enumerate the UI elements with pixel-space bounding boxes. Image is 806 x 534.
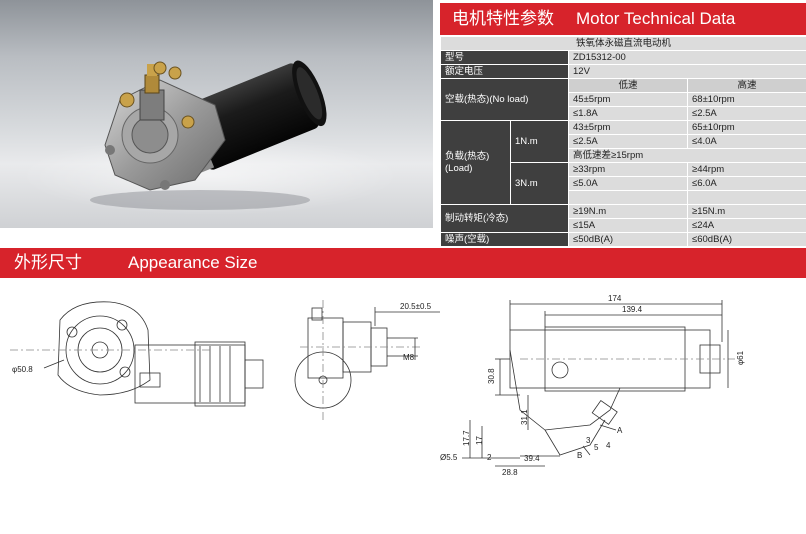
motor-photo: [0, 0, 433, 228]
spec-title-en: Motor Technical Data: [576, 9, 735, 28]
load-3nm-low-rpm: ≥33rpm: [569, 163, 688, 177]
load-3nm-high-current: ≤6.0A: [688, 177, 806, 191]
spec-subtitle: 铁氧体永磁直流电动机: [441, 37, 806, 51]
spec-table: 铁氧体永磁直流电动机 型号 ZD15312-00 额定电压 12V 空载(热态)…: [440, 36, 806, 247]
load-1nm-low-rpm: 43±5rpm: [569, 121, 688, 135]
load-label: 负载(热态) (Load): [441, 121, 511, 205]
load-3nm-label: 3N.m: [511, 163, 569, 205]
dim-139-4: 139.4: [622, 305, 643, 314]
load-1nm-high-rpm: 65±10rpm: [688, 121, 806, 135]
spec-title-cn: 电机特性参数: [452, 9, 554, 28]
load-1nm-label: 1N.m: [511, 121, 569, 163]
stall-label: 制动转矩(冷态): [441, 205, 569, 233]
appearance-title-en: Appearance Size: [128, 248, 257, 278]
noise-high: ≤60dB(A): [688, 233, 806, 247]
stall-high-current: ≤24A: [688, 219, 806, 233]
load-1nm-high-current: ≤4.0A: [688, 135, 806, 149]
load-label-cn: 负载(热态): [445, 151, 489, 162]
noload-low-rpm: 45±5rpm: [569, 93, 688, 107]
noload-high-rpm: 68±10rpm: [688, 93, 806, 107]
load-3nm-spacer-2: [688, 191, 806, 205]
drawing-side-view: 20.5±0.5 M8: [295, 300, 440, 420]
dim-17-7: 17.7: [462, 430, 471, 446]
dim-phi-61: φ61: [736, 350, 745, 365]
label-a: A: [617, 426, 623, 435]
noload-high-current: ≤2.5A: [688, 107, 806, 121]
load-label-en: (Load): [445, 163, 472, 174]
stall-low-current: ≤15A: [569, 219, 688, 233]
dim-28-8: 28.8: [502, 468, 518, 477]
dim-2: 2: [487, 453, 492, 462]
appearance-title-bar: 外形尺寸 Appearance Size: [0, 248, 806, 278]
load-3nm-high-rpm: ≥44rpm: [688, 163, 806, 177]
dim-m8: M8: [403, 353, 415, 362]
high-speed-header: 高速: [688, 79, 806, 93]
dim-phi-50-8: φ50.8: [12, 365, 33, 374]
noload-low-current: ≤1.8A: [569, 107, 688, 121]
drawing-front-view: φ50.8: [10, 302, 263, 406]
spec-title-bar: 电机特性参数 Motor Technical Data: [440, 3, 806, 35]
dim-30-8: 30.8: [487, 368, 496, 384]
dim-174: 174: [608, 294, 622, 303]
dim-dia-5-5: Ø5.5: [440, 453, 458, 462]
dim-4: 4: [606, 441, 611, 450]
dim-20-5: 20.5±0.5: [400, 302, 432, 311]
load-1nm-low-current: ≤2.5A: [569, 135, 688, 149]
dim-31-1: 31.1: [520, 409, 529, 425]
voltage-value: 12V: [569, 65, 806, 79]
load-speed-diff: 高低速差≥15rpm: [569, 149, 806, 163]
label-b: B: [577, 451, 582, 460]
dim-5: 5: [594, 443, 599, 452]
model-label: 型号: [441, 51, 569, 65]
model-value: ZD15312-00: [569, 51, 806, 65]
noise-label: 噪声(空载): [441, 233, 569, 247]
stall-low-torque: ≥19N.m: [569, 205, 688, 219]
dim-3: 3: [586, 436, 591, 445]
load-3nm-spacer: [569, 191, 688, 205]
voltage-label: 额定电压: [441, 65, 569, 79]
load-3nm-low-current: ≤5.0A: [569, 177, 688, 191]
noload-label: 空载(热态)(No load): [441, 79, 569, 121]
dim-39-4: 39.4: [524, 454, 540, 463]
dimension-drawings: φ50.8 20.5±0.5 M8: [0, 280, 806, 529]
drawing-top-view: 174 139.4 φ61 30.8 31.1 17.7 17 Ø5.5 2: [440, 294, 745, 477]
appearance-title-cn: 外形尺寸: [14, 253, 82, 272]
noise-low: ≤50dB(A): [569, 233, 688, 247]
stall-high-torque: ≥15N.m: [688, 205, 806, 219]
low-speed-header: 低速: [569, 79, 688, 93]
dim-17: 17: [475, 436, 484, 445]
